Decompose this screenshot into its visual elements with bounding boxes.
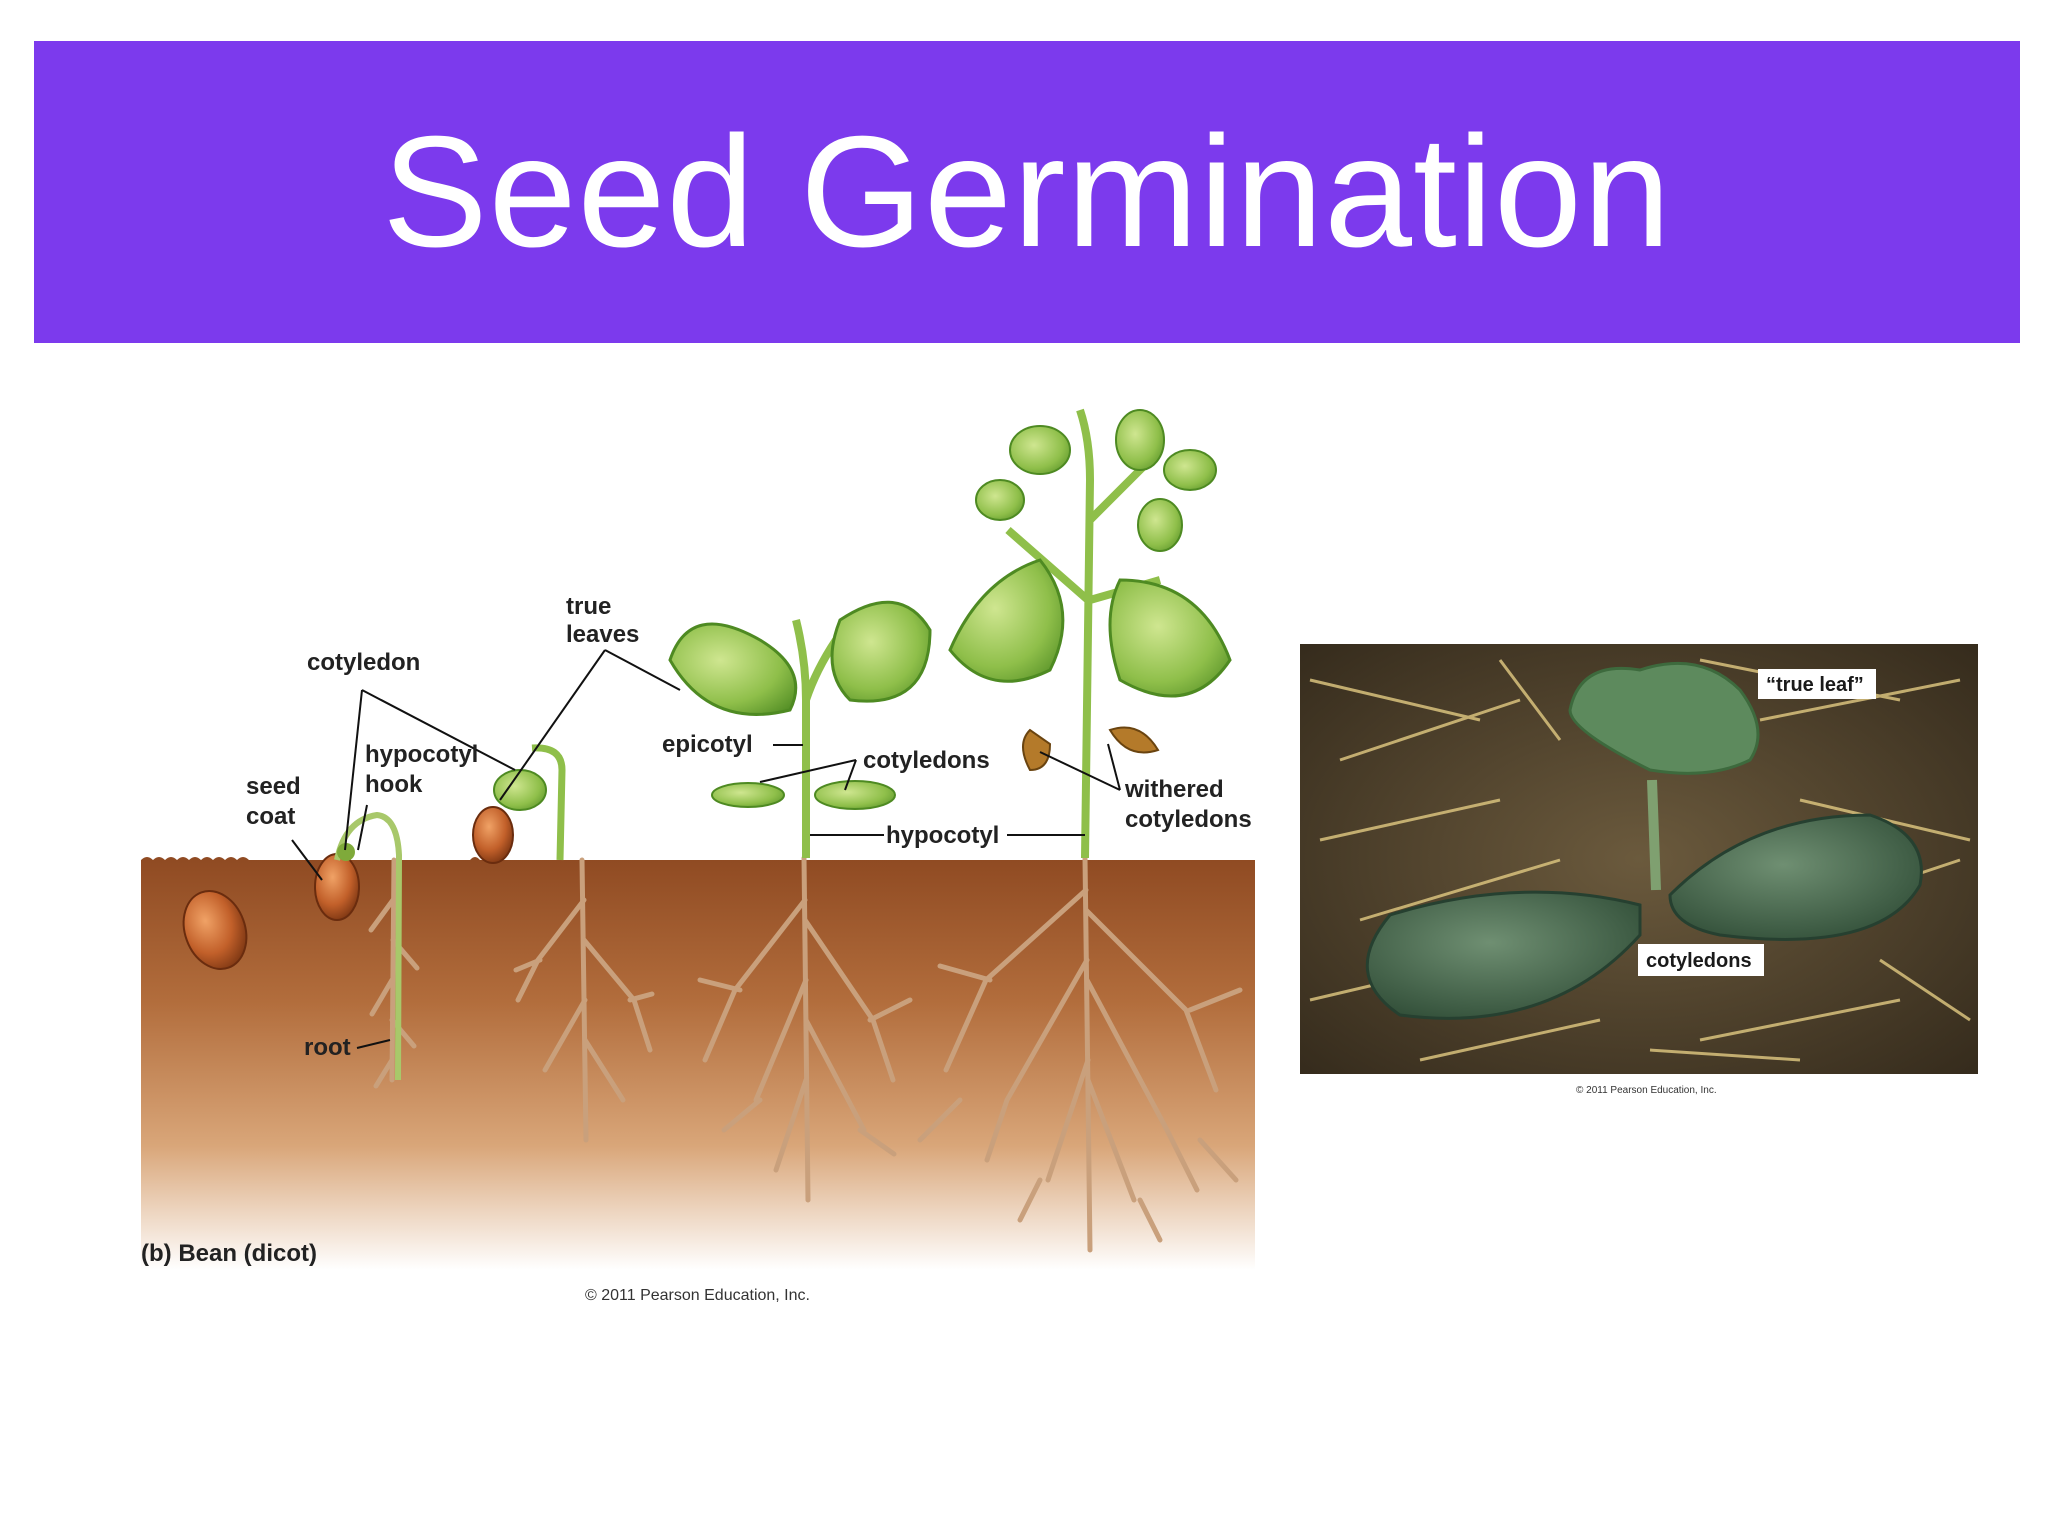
root-systems [368, 855, 1243, 1253]
bean-seed-stage-2 [314, 811, 403, 1081]
label-seed-coat-2: coat [246, 803, 295, 830]
label-hypocotyl-hook-1: hypocotyl [365, 741, 478, 768]
bean-seed-stage-1 [182, 890, 248, 970]
soil [141, 857, 1255, 1270]
title-banner: Seed Germination [34, 41, 2020, 343]
bean-plant-stage-5 [948, 408, 1232, 859]
label-withered-cotyledons-2: cotyledons [1125, 806, 1252, 833]
photo-label-true-leaf: “true leaf” [1766, 674, 1864, 696]
diagram-caption: (b) Bean (dicot) [141, 1240, 317, 1267]
photo-label-cotyledons: cotyledons [1646, 950, 1752, 972]
label-root: root [304, 1034, 351, 1061]
slide-title: Seed Germination [382, 103, 1672, 280]
label-hypocotyl: hypocotyl [886, 822, 999, 849]
label-hypocotyl-hook-2: hook [365, 771, 423, 798]
diagram-copyright: © 2011 Pearson Education, Inc. [585, 1287, 810, 1304]
leader-lines [291, 649, 1121, 1049]
label-true-leaves-1: true [566, 593, 611, 620]
label-cotyledon: cotyledon [307, 649, 420, 676]
label-cotyledons: cotyledons [863, 747, 990, 774]
bean-seed-stage-3 [472, 744, 566, 864]
label-epicotyl: epicotyl [662, 731, 753, 758]
seedling-photo: “true leaf” cotyledons [1300, 644, 1978, 1074]
label-withered-cotyledons-1: withered [1124, 776, 1224, 803]
bean-seedling-stage-4 [668, 600, 932, 858]
photo-copyright: © 2011 Pearson Education, Inc. [1576, 1085, 1717, 1096]
label-true-leaves-2: leaves [566, 621, 639, 648]
label-seed-coat-1: seed [246, 773, 301, 800]
